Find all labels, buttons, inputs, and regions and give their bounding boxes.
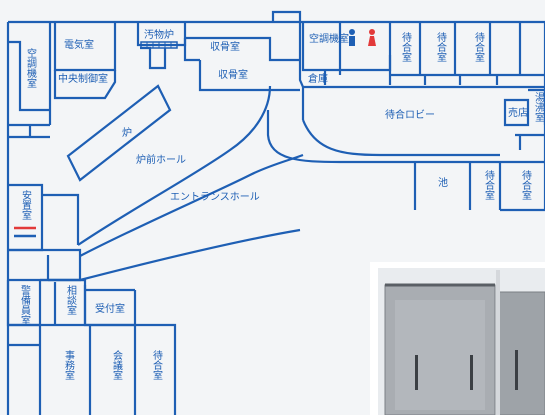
air-vent-icon (140, 41, 178, 49)
label-consultation-room: 相談室 (65, 284, 77, 315)
left-rooms (6, 22, 177, 415)
furnace-walls (66, 84, 545, 282)
right-rooms (301, 22, 545, 212)
label-pond: 池 (438, 176, 448, 189)
top-middle-rooms (136, 22, 300, 92)
label-waiting-1: 待合室 (400, 31, 412, 62)
label-guard-room: 警備員室 (19, 284, 31, 325)
label-waiting-5: 待合室 (520, 169, 532, 200)
label-kettle-room: 湯沸室 (533, 91, 545, 122)
label-shop: 売店 (508, 106, 528, 119)
label-central-control: 中央制御室 (58, 72, 108, 85)
label-furnace-front-hall: 炉前ホール (136, 153, 186, 166)
label-warehouse: 倉庫 (308, 72, 328, 85)
female-restroom-icon (368, 29, 376, 46)
label-filth-furnace: 汚物炉 (144, 28, 174, 41)
label-entrance-hall: エントランスホール (170, 191, 260, 203)
male-restroom-icon (349, 29, 355, 46)
label-waiting-lobby: 待合ロビー (385, 108, 435, 121)
label-air-conditioning-left: 空調機室 (25, 47, 37, 88)
label-reception: 受付室 (95, 302, 125, 315)
label-office: 事務室 (63, 349, 75, 380)
label-waiting-6: 待合室 (151, 349, 163, 380)
label-furnace: 炉 (122, 127, 132, 139)
label-air-conditioning-right: 空調機室 (309, 32, 349, 45)
label-waiting-4: 待合室 (483, 169, 495, 200)
label-ash-collection-1: 収骨室 (210, 40, 240, 53)
repose-arrows (14, 226, 36, 238)
label-waiting-3: 待合室 (473, 31, 485, 62)
label-waiting-2: 待合室 (435, 31, 447, 62)
room-labels: 空調機室 電気室 汚物炉 収骨室 収骨室 中央制御室 空調機室 倉庫 待合室 待… (19, 28, 545, 380)
label-repose-room: 安置室 (20, 189, 32, 220)
photo-inset (370, 262, 545, 415)
label-ash-collection-2: 収骨室 (218, 68, 248, 81)
label-meeting-room: 会議室 (111, 349, 123, 380)
label-electrical-room: 電気室 (64, 38, 94, 51)
